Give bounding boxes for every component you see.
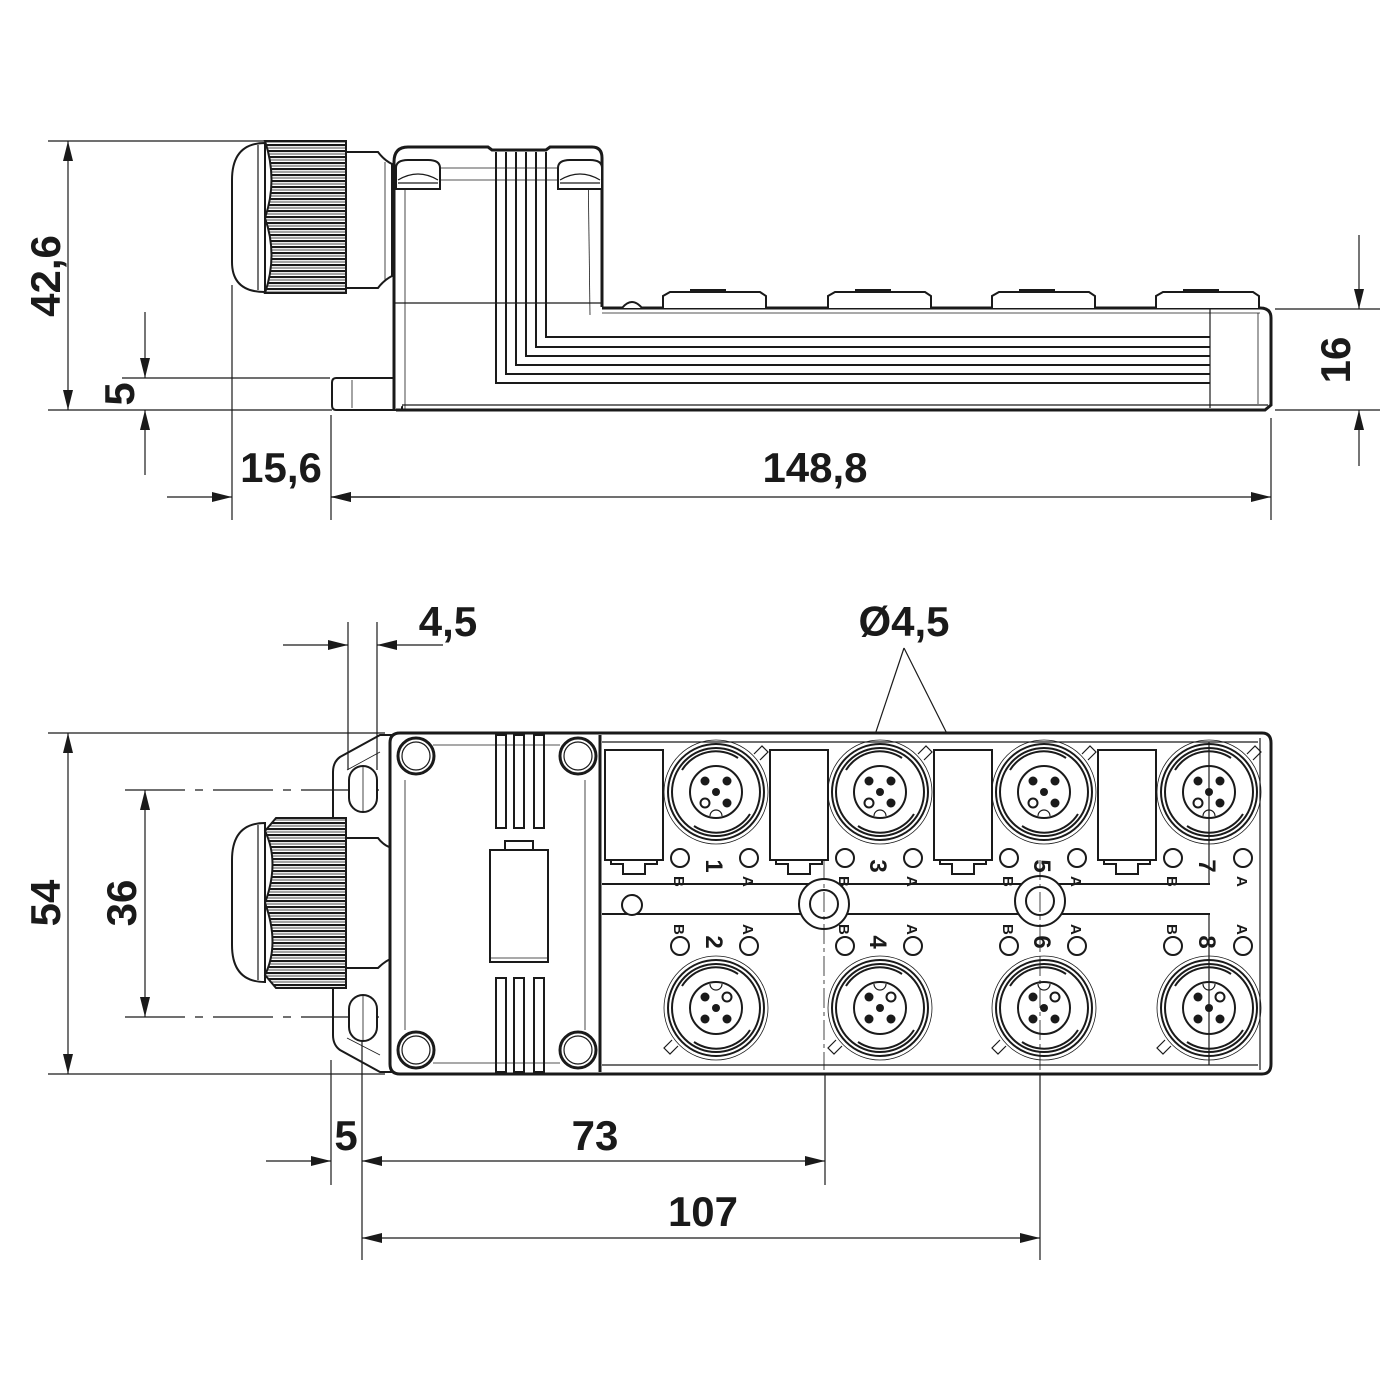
port-number: 7 — [1193, 859, 1220, 872]
port-2-indicators: 2 B A — [670, 924, 759, 956]
housing-side — [331, 145, 1273, 412]
port-number: 8 — [1193, 935, 1220, 948]
port-number: 5 — [1028, 859, 1055, 872]
led-a-icon — [903, 848, 923, 868]
dim-gland-projection: 15,6 — [240, 444, 322, 491]
led-label-b: B — [999, 924, 1016, 935]
led-label-a: A — [1233, 924, 1250, 935]
corner-screws — [396, 736, 598, 1070]
dim-overall-height: 42,6 — [22, 235, 69, 317]
port-7-indicators: 7 B A — [1163, 848, 1253, 887]
port-number: 1 — [700, 859, 727, 872]
led-label-b: B — [835, 924, 852, 935]
port-6-indicators: 6 B A — [999, 924, 1087, 956]
led-label-b: B — [1163, 924, 1180, 935]
status-led — [621, 894, 643, 916]
led-label-a: A — [1233, 876, 1250, 887]
led-label-a: A — [1067, 876, 1084, 887]
led-label-b: B — [999, 876, 1016, 887]
led-label-a: A — [903, 924, 920, 935]
dim-hole-spacing: 36 — [98, 880, 145, 927]
led-a-icon — [1067, 848, 1087, 868]
cable-gland-side — [231, 140, 393, 294]
led-label-a: A — [1067, 924, 1084, 935]
led-label-b: B — [670, 876, 687, 887]
led-a-icon — [739, 936, 759, 956]
port-3-indicators: 3 B A — [835, 848, 923, 887]
led-b-icon — [1163, 936, 1183, 956]
led-b-icon — [835, 848, 855, 868]
port-number: 3 — [864, 859, 891, 872]
port-number: 6 — [1028, 935, 1055, 948]
port-5-indicators: 5 B A — [999, 848, 1087, 887]
dim-overall-width: 54 — [22, 879, 69, 926]
cable-gland-top — [231, 817, 393, 989]
led-b-icon — [1163, 848, 1183, 868]
dim-body-height: 16 — [1312, 337, 1359, 384]
led-a-icon — [1233, 936, 1253, 956]
led-label-a: A — [739, 924, 756, 935]
led-label-b: B — [670, 924, 687, 935]
led-b-icon — [670, 936, 690, 956]
housing-top: 1 B A 3 B A 5 B A 7 B — [332, 731, 1273, 1076]
led-a-icon — [903, 936, 923, 956]
dim-hole2-distance: 107 — [668, 1188, 738, 1235]
led-label-b: B — [1163, 876, 1180, 887]
top-view: 4,5 Ø4,5 54 36 5 73 107 — [22, 598, 1273, 1260]
led-b-icon — [835, 936, 855, 956]
port-8-indicators: 8 B A — [1163, 924, 1253, 956]
led-b-icon — [999, 936, 1019, 956]
dim-edge-offset: 5 — [334, 1112, 357, 1159]
dim-hole-diameter: Ø4,5 — [858, 598, 949, 645]
led-b-icon — [670, 848, 690, 868]
port-1-indicators: 1 B A — [670, 848, 759, 887]
led-label-a: A — [739, 876, 756, 887]
dim-flange-height: 5 — [96, 382, 143, 405]
dim-body-length: 148,8 — [762, 444, 867, 491]
led-b-icon — [999, 848, 1019, 868]
led-label-a: A — [903, 876, 920, 887]
led-a-icon — [1233, 848, 1253, 868]
port-number: 2 — [700, 935, 727, 948]
port-number: 4 — [864, 935, 891, 949]
label-window — [489, 840, 549, 963]
led-a-icon — [1067, 936, 1087, 956]
side-view: 42,6 5 16 15,6 148,8 — [22, 140, 1380, 520]
led-a-icon — [739, 848, 759, 868]
dim-hole-offset: 4,5 — [419, 598, 477, 645]
side-connector-caps — [662, 289, 1260, 308]
housing-ribs — [495, 734, 545, 1073]
dim-hole1-distance: 73 — [572, 1112, 619, 1159]
led-label-b: B — [835, 876, 852, 887]
port-4-indicators: 4 B A — [835, 924, 923, 956]
